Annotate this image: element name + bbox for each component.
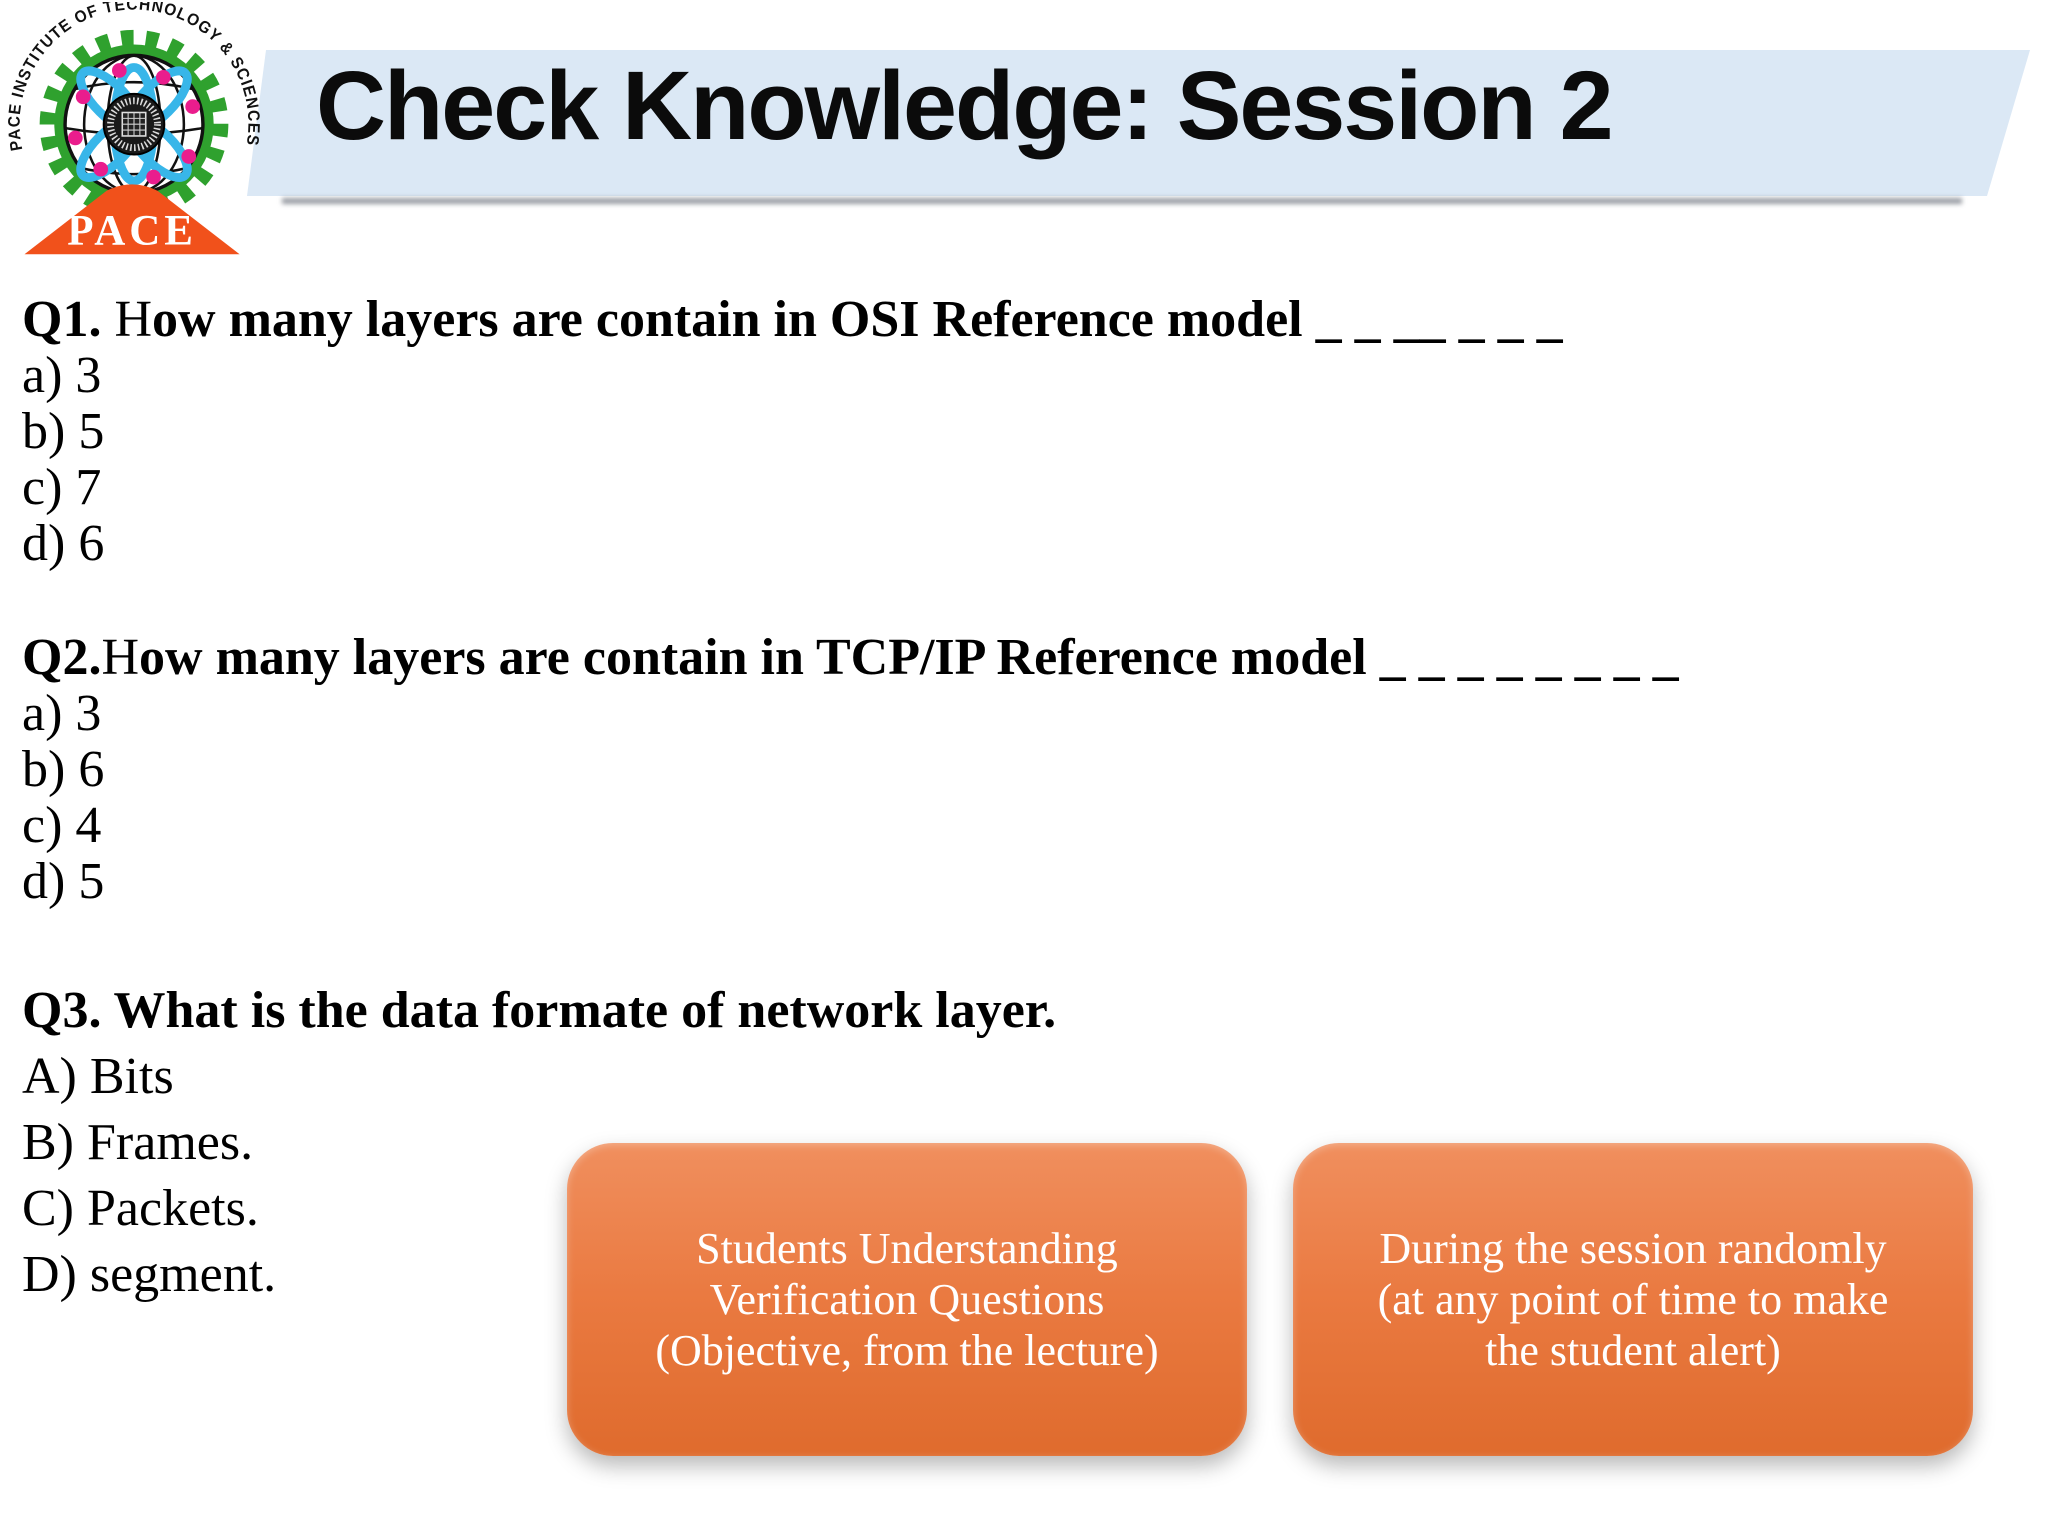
question-2-label: Q2. bbox=[22, 629, 102, 686]
question-1-body: ow many layers are contain in OSI Refere… bbox=[152, 291, 1316, 348]
q2-option-c: c) 4 bbox=[22, 797, 102, 854]
electron-dots bbox=[68, 63, 200, 185]
question-2-blanks: _ _ _ _ _ _ _ _ bbox=[1379, 629, 1679, 686]
pace-ribbon-text: PACE bbox=[67, 207, 197, 254]
callout-text-2: During the session randomly (at any poin… bbox=[1377, 1223, 1889, 1376]
question-1-lead: H bbox=[101, 291, 153, 348]
q3-option-a: A) Bits bbox=[22, 1048, 174, 1105]
slide-title: Check Knowledge: Session 2 bbox=[316, 51, 1614, 160]
callout-text-1: Students Understanding Verification Ques… bbox=[655, 1223, 1159, 1376]
chip-core-icon bbox=[102, 92, 166, 156]
pace-ribbon: PACE bbox=[24, 184, 240, 254]
q1-option-b: b) 5 bbox=[22, 403, 105, 460]
q2-option-d: d) 5 bbox=[22, 853, 105, 910]
q3-option-c: C) Packets. bbox=[22, 1180, 259, 1237]
header-banner bbox=[247, 50, 2030, 196]
q1-option-c: c) 7 bbox=[22, 459, 102, 516]
header-banner-shadow bbox=[282, 198, 1962, 204]
question-2: Q2.How many layers are contain in TCP/IP… bbox=[22, 630, 2026, 686]
question-1-label: Q1. bbox=[22, 291, 102, 348]
q2-option-b: b) 6 bbox=[22, 741, 105, 798]
question-2-body: ow many layers are contain in TCP/IP Ref… bbox=[139, 629, 1380, 686]
institute-logo: PACE PACE INSTITUTE OF TECHNOLOGY & SCIE… bbox=[4, 2, 262, 254]
callout-box-session-randomly: During the session randomly (at any poin… bbox=[1293, 1143, 1973, 1456]
q1-option-d: d) 6 bbox=[22, 515, 105, 572]
q2-option-a: a) 3 bbox=[22, 685, 102, 742]
quiz-content: Q1. How many layers are contain in OSI R… bbox=[22, 292, 2026, 1308]
question-3-label: Q3. bbox=[22, 982, 102, 1039]
question-3: Q3. What is the data formate of network … bbox=[22, 978, 2026, 1044]
question-block-1: Q1. How many layers are contain in OSI R… bbox=[22, 292, 2026, 572]
callout-box-students-verification: Students Understanding Verification Ques… bbox=[567, 1143, 1247, 1456]
q3-option-b: B) Frames. bbox=[22, 1114, 254, 1171]
q1-option-a: a) 3 bbox=[22, 347, 102, 404]
question-1: Q1. How many layers are contain in OSI R… bbox=[22, 292, 2026, 348]
question-3-body: What is the data formate of network laye… bbox=[101, 982, 1057, 1039]
question-block-3: Q3. What is the data formate of network … bbox=[22, 978, 2026, 1308]
question-1-blanks: _ _ __ _ _ _ bbox=[1315, 291, 1563, 348]
q3-option-d: D) segment. bbox=[22, 1246, 277, 1303]
question-block-2: Q2.How many layers are contain in TCP/IP… bbox=[22, 630, 2026, 910]
question-2-lead: H bbox=[101, 629, 140, 686]
